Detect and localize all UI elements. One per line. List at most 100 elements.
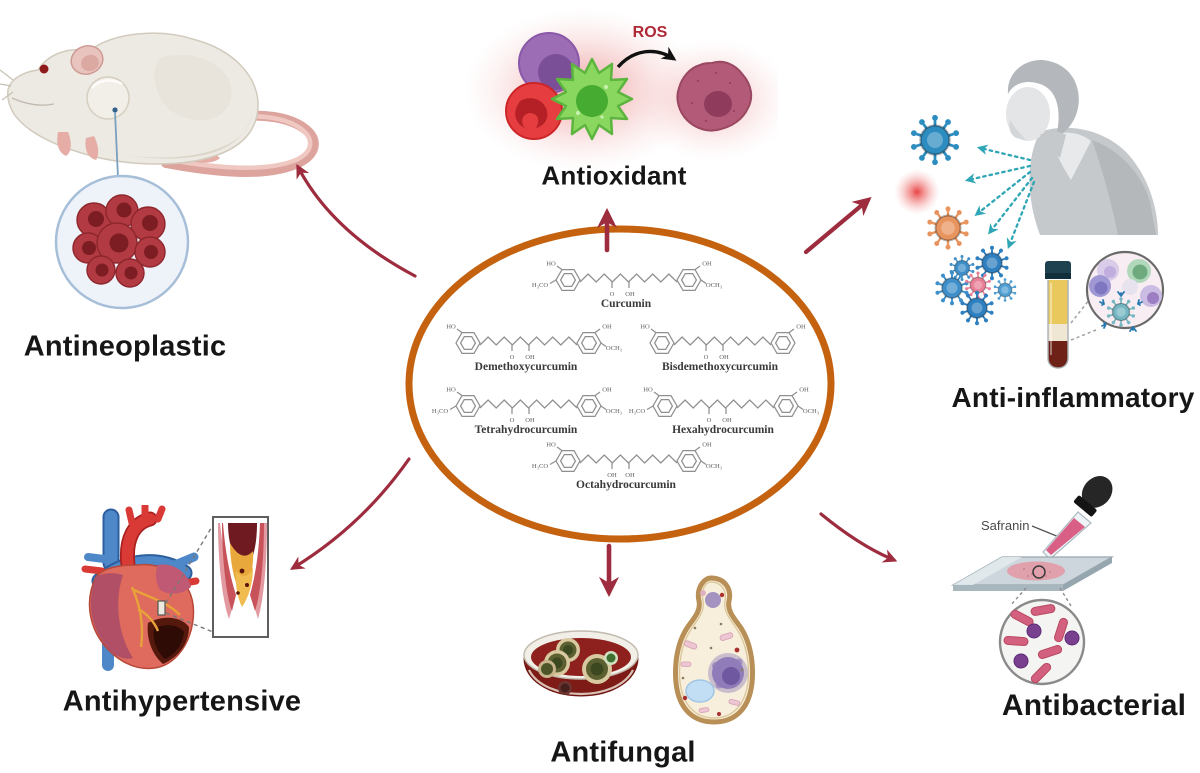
svg-text:HO: HO xyxy=(640,324,650,331)
tube-callout-lines xyxy=(1070,294,1097,341)
anti-inflammatory-label: Anti-inflammatory xyxy=(951,382,1195,413)
mouse-tumor-icon xyxy=(0,32,319,310)
yeast-nucleus xyxy=(708,653,748,693)
svg-text:O: O xyxy=(704,354,709,361)
blood-tube-icon xyxy=(1045,261,1071,369)
immune-cells-ros-icon: ROS xyxy=(468,8,778,172)
heart-aorta xyxy=(119,505,166,573)
svg-text:OH: OH xyxy=(625,291,635,298)
coronary-arteries xyxy=(130,586,181,648)
molecule-name: Octahydrocurcumin xyxy=(576,479,676,491)
magnified-region-ring xyxy=(1032,565,1046,579)
svg-text:OH: OH xyxy=(702,261,712,268)
blue-virus-icon xyxy=(908,113,962,167)
safranin-pointer-line xyxy=(1031,525,1060,538)
svg-text:O: O xyxy=(707,417,712,424)
immune-cells-inset xyxy=(1085,250,1165,332)
antifungal-label: Antifungal xyxy=(550,736,696,769)
safranin-stain-bacteria-icon xyxy=(950,476,1115,686)
bacteria-inset xyxy=(998,598,1086,686)
fungal-colonies xyxy=(538,638,618,695)
yeast-vacuole xyxy=(685,679,715,703)
svg-text:OH: OH xyxy=(625,472,635,479)
rod-bacteria xyxy=(1003,604,1068,684)
svg-text:HO: HO xyxy=(546,261,556,268)
specimen-smear xyxy=(1007,561,1065,581)
antineoplastic-label: Antineoplastic xyxy=(23,330,227,363)
bacteria-callout-lines xyxy=(1009,587,1072,607)
svg-text:H₃CO: H₃CO xyxy=(532,282,548,289)
coughing-person-illustration xyxy=(1006,59,1158,235)
svg-text:OH: OH xyxy=(525,417,535,424)
svg-text:OH: OH xyxy=(799,387,809,394)
red-cell-icon xyxy=(505,82,563,140)
svg-text:OCH₃: OCH₃ xyxy=(606,408,622,415)
svg-text:OH: OH xyxy=(722,417,732,424)
mouse-front-leg xyxy=(57,132,71,156)
svg-text:OH: OH xyxy=(719,354,729,361)
tumor-callout-line xyxy=(112,107,119,179)
artery-callout-lines xyxy=(165,524,214,633)
svg-text:O: O xyxy=(610,291,615,298)
mouse-eye xyxy=(39,64,49,74)
yeast-organelles xyxy=(680,590,744,716)
tumor-cells-inset xyxy=(54,174,190,310)
molecule-name: Demethoxycurcumin xyxy=(474,361,578,373)
molecule-name: Tetrahydrocurcumin xyxy=(474,424,578,436)
mouse-whiskers xyxy=(0,69,14,101)
molecule-name: Hexahydrocurcumin xyxy=(672,424,774,436)
petri-dish-icon xyxy=(523,630,639,697)
mouse-ear xyxy=(70,45,104,75)
svg-text:HO: HO xyxy=(446,324,456,331)
antihypertensive-label: Antihypertensive xyxy=(62,685,302,718)
svg-text:OH: OH xyxy=(525,354,535,361)
yeast-cell-icon xyxy=(673,575,755,725)
svg-text:HO: HO xyxy=(546,442,556,449)
curcuminoids-oval xyxy=(405,225,835,543)
molecule-name: Bisdemethoxycurcumin xyxy=(661,361,779,373)
green-macrophage-icon xyxy=(550,57,634,141)
damaged-cell-icon xyxy=(676,60,753,132)
svg-text:OH: OH xyxy=(602,324,612,331)
small-virus-cluster xyxy=(933,244,1018,327)
orange-virus-icon xyxy=(925,205,971,251)
antioxidant-label: Antioxidant xyxy=(541,160,687,191)
arrow-to-antihypertensive xyxy=(289,457,411,570)
ros-arrow-icon xyxy=(616,46,677,69)
molecule-structure-curcumin: O OH HO H₃CO OH OCH₃ Curcumin xyxy=(528,256,724,311)
svg-text:HO: HO xyxy=(643,387,653,394)
svg-text:H₃CO: H₃CO xyxy=(532,463,548,470)
svg-text:OH: OH xyxy=(602,387,612,394)
dropper-icon xyxy=(1042,476,1113,568)
svg-text:H₃CO: H₃CO xyxy=(629,408,645,415)
magnified-region-marker xyxy=(157,600,166,616)
svg-text:OCH₃: OCH₃ xyxy=(706,282,722,289)
blocked-artery-inset xyxy=(212,516,269,638)
microscope-slide-icon xyxy=(950,556,1115,591)
inflammation-glow-icon xyxy=(894,169,940,215)
molecule-name: Curcumin xyxy=(600,298,652,310)
svg-text:OCH₃: OCH₃ xyxy=(803,408,819,415)
svg-text:H₃CO: H₃CO xyxy=(432,408,448,415)
molecule-structure-hexahydrocurcumin: O OH HO H₃CO OH OCH₃ Hexahydrocurcumin xyxy=(625,382,821,437)
svg-text:OCH₃: OCH₃ xyxy=(606,345,622,352)
safranin-label: Safranin xyxy=(981,518,1030,533)
heart-body xyxy=(88,563,195,670)
ros-label: ROS xyxy=(633,24,668,41)
mouse-mouth xyxy=(11,97,55,106)
mouse-tail xyxy=(161,110,319,177)
heart-blocked-artery-icon xyxy=(81,505,269,671)
coughing-person-viruses-blood-tube-icon xyxy=(894,59,1165,369)
petri-dish-yeast-cell-icon xyxy=(523,575,755,725)
svg-text:HO: HO xyxy=(446,387,456,394)
antibacterial-label: Antibacterial xyxy=(1001,689,1187,722)
svg-text:OH: OH xyxy=(796,324,806,331)
svg-text:O: O xyxy=(510,417,515,424)
svg-text:OH: OH xyxy=(702,442,712,449)
cocci-bacteria xyxy=(1013,623,1080,669)
molecule-structure-tetrahydrocurcumin: O OH HO H₃CO OH OCH₃ Tetrahydrocurcumin xyxy=(428,382,624,437)
svg-text:OH: OH xyxy=(607,472,617,479)
